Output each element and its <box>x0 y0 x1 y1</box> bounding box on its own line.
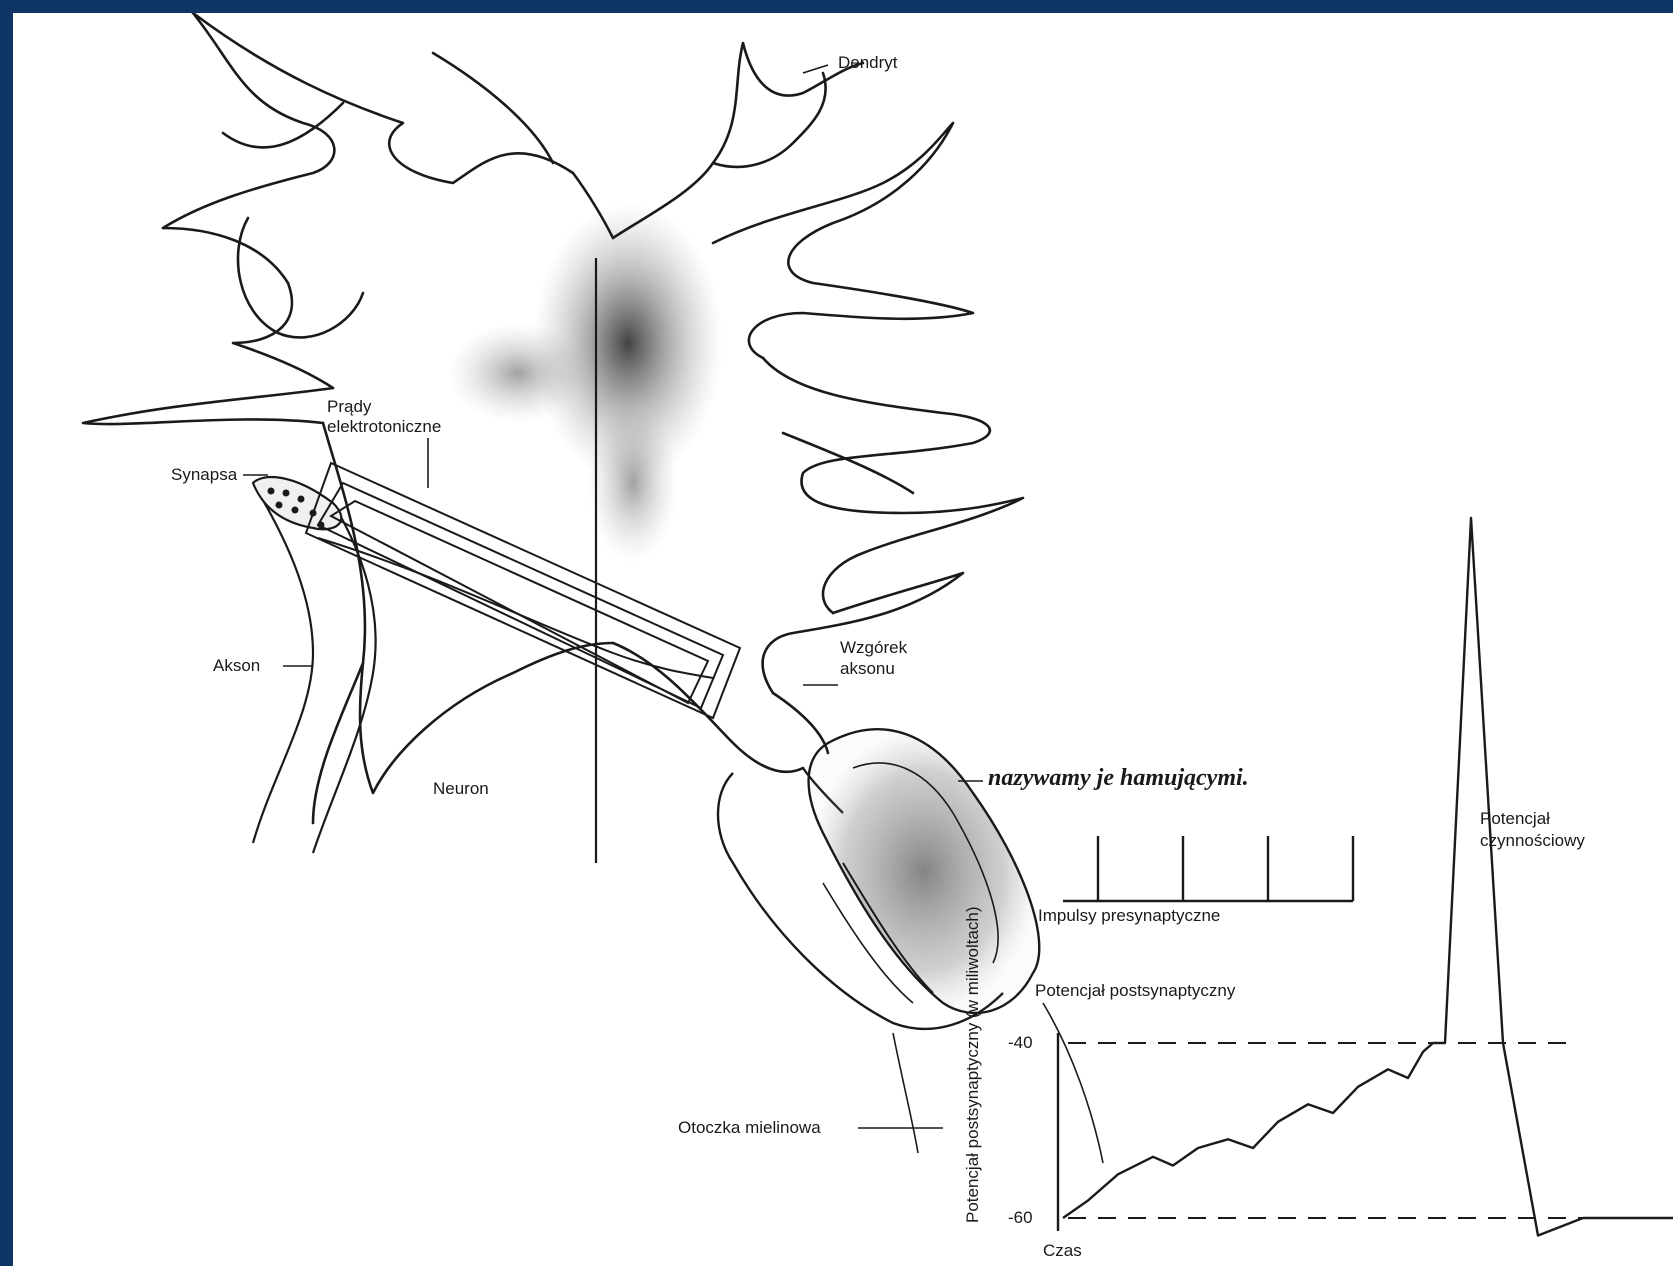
neuron-label: Neuron <box>433 779 489 799</box>
electrotonic-currents-label-line2: elektrotoniczne <box>327 417 441 437</box>
y-tick-minus60: -60 <box>1008 1208 1033 1228</box>
synapse-label: Synapsa <box>171 465 237 485</box>
axon-hillock-label-line2: aksonu <box>840 659 895 679</box>
postsynaptic-potential-label: Potencjał postsynaptyczny <box>1035 981 1235 1001</box>
dendrite-label: Dendryt <box>838 53 898 73</box>
x-axis-label: Czas <box>1043 1241 1082 1261</box>
threshold-lines <box>1068 1043 1673 1218</box>
y-axis-label: Potencjał postsynaptyczny (w miliwoltach… <box>963 906 983 1223</box>
axon-label: Akson <box>213 656 260 676</box>
action-potential-label-line2: czynnościowy <box>1480 831 1585 851</box>
soma-shading <box>448 203 723 563</box>
diagram-frame: Dendryt Prądy elektrotoniczne Synapsa Ak… <box>13 13 1673 1266</box>
membrane-potential-trace <box>1063 518 1673 1236</box>
action-potential-label-line1: Potencjał <box>1480 809 1550 829</box>
inhibitory-note: nazywamy je hamującymi. <box>988 765 1249 792</box>
membrane-potential-line <box>1063 518 1673 1236</box>
myelin-sheath-label: Otoczka mielinowa <box>678 1118 821 1138</box>
electrotonic-currents-label-line1: Prądy <box>327 397 371 417</box>
presynaptic-impulses <box>1063 836 1353 901</box>
y-tick-minus40: -40 <box>1008 1033 1033 1053</box>
presynaptic-impulses-label: Impulsy presynaptyczne <box>1038 906 1220 926</box>
axon-hillock-label-line1: Wzgórek <box>840 638 907 658</box>
